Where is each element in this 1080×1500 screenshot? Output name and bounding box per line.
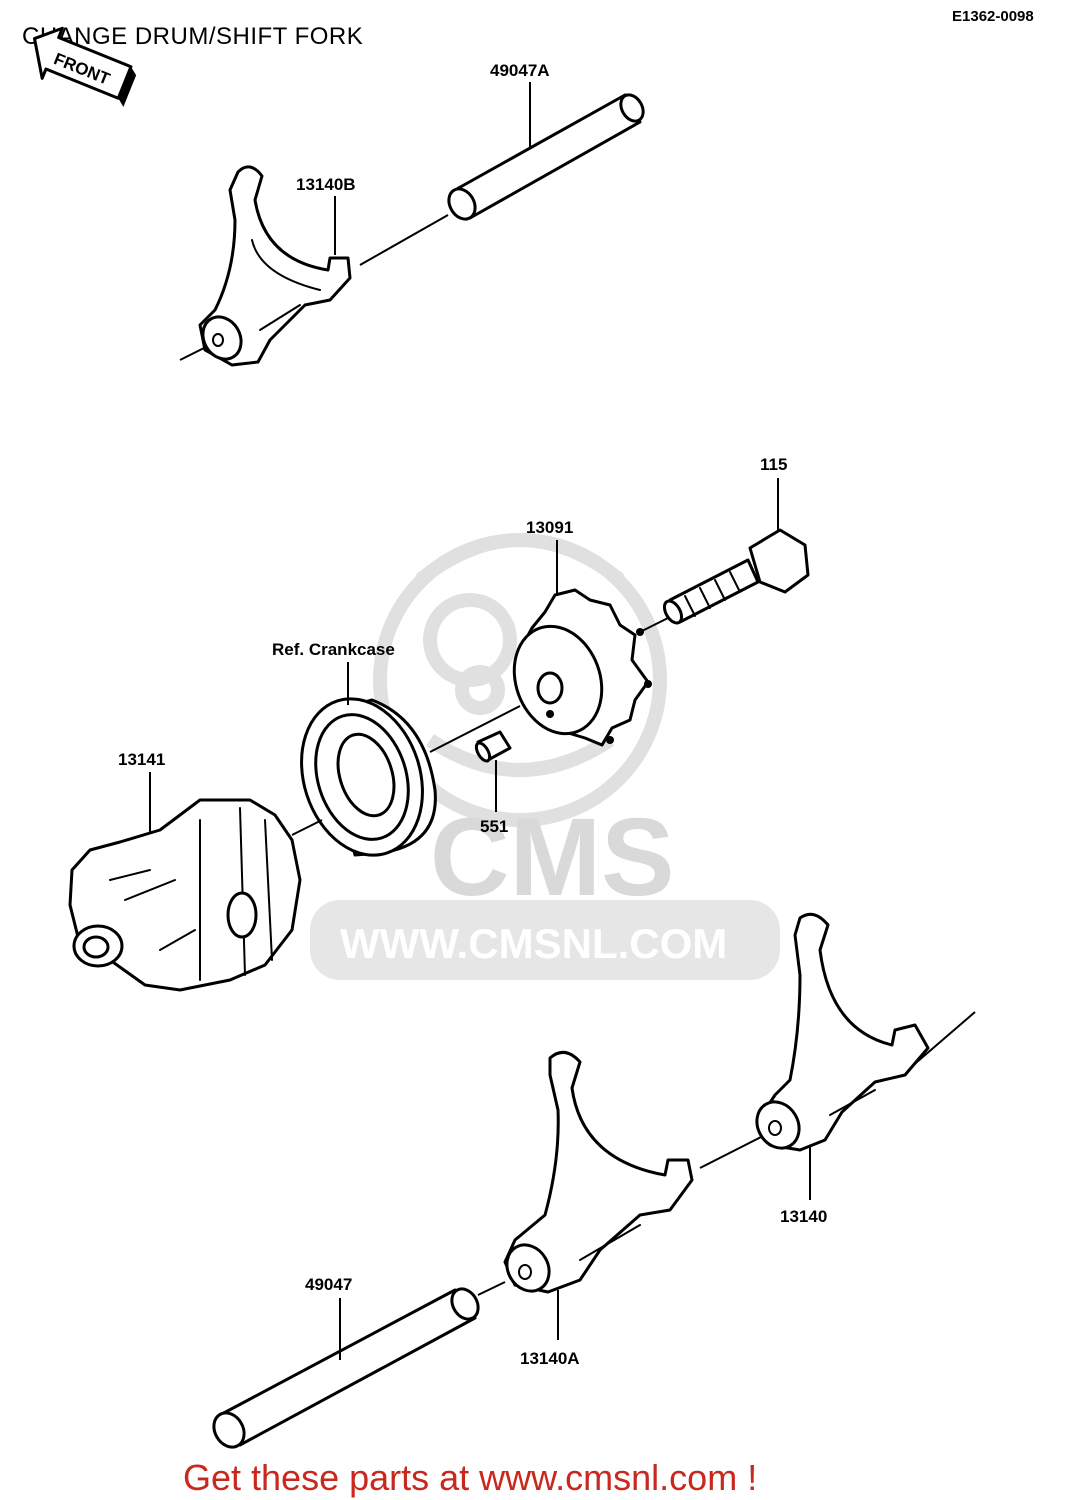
watermark-banner [310,900,780,980]
part-label-ref-crankcase: Ref. Crankcase [272,640,395,659]
part-label-49047a: 49047A [490,61,550,80]
part-label-49047: 49047 [305,1275,352,1294]
footer-parts-link[interactable]: Get these parts at www.cmsnl.com ! [183,1457,757,1498]
shift-fork-13140 [699,912,976,1169]
part-label-13140b: 13140B [296,175,356,194]
shaft-49047a [359,93,645,266]
change-drum-13141 [68,798,323,992]
shaft-49047 [212,1287,480,1449]
bearing-ref-crankcase [300,697,437,857]
watermark: CMS WWW.CMSNL.COM [310,533,780,980]
part-label-13091: 13091 [526,518,573,537]
shift-fork-13140b [179,165,352,367]
bolt-115 [639,528,810,633]
dowel-pin-551 [429,705,521,763]
shift-fork-13140a [477,1050,694,1296]
star-plate-13091 [512,588,652,747]
part-label-551: 551 [480,817,508,836]
watermark-brand: CMS [430,796,674,919]
diagram-code: E1362-0098 [952,8,1034,25]
watermark-mascot-logo [373,533,667,827]
part-label-13140a: 13140A [520,1349,580,1368]
part-label-13140: 13140 [780,1207,827,1226]
part-label-13141: 13141 [118,750,165,769]
part-label-115: 115 [760,455,787,474]
watermark-url: WWW.CMSNL.COM [340,920,727,967]
